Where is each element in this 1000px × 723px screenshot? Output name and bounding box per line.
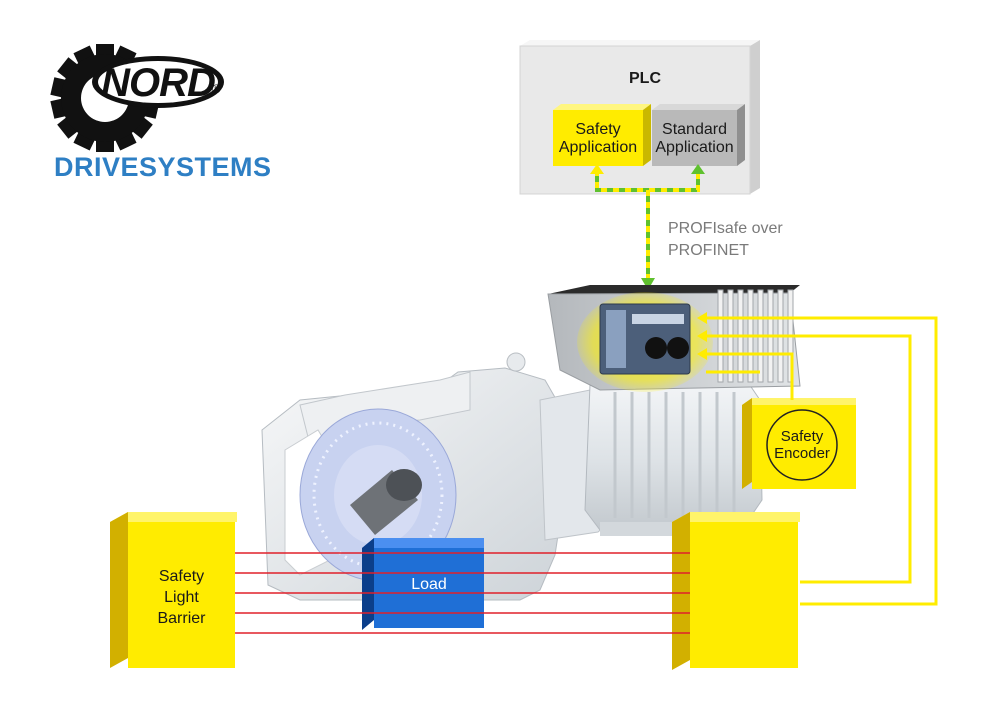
drive-unit	[547, 285, 801, 392]
light-beams	[235, 552, 690, 634]
plc-box	[519, 40, 760, 195]
standard-application-label: Standard Application	[655, 121, 734, 157]
safety-encoder-label: Safety Encoder	[774, 428, 830, 463]
safety-light-barrier-label: Safety Light Barrier	[157, 568, 206, 627]
standard-application-block	[652, 110, 737, 166]
safety-application-block	[553, 110, 643, 166]
brand-subtitle: DRIVESYSTEMS	[54, 152, 272, 182]
nord-gear-logo: NORD	[50, 44, 224, 152]
safety-light-barrier	[110, 512, 237, 668]
geared-motor	[261, 352, 763, 601]
encoder-ring	[766, 409, 838, 481]
nord-wordmark: NORD	[101, 61, 215, 105]
profisafe-label: PROFIsafe over PROFINET	[668, 220, 783, 259]
load-label: Load	[411, 576, 447, 593]
light-barrier-receiver	[672, 512, 800, 670]
plc-title: PLC	[629, 70, 661, 87]
signal-wiring	[697, 312, 938, 606]
load-block	[362, 538, 484, 630]
safety-application-label: Safety Application	[558, 121, 638, 157]
safety-encoder	[742, 398, 856, 489]
profisafe-link	[641, 190, 655, 290]
registered-mark: ®	[212, 82, 221, 96]
